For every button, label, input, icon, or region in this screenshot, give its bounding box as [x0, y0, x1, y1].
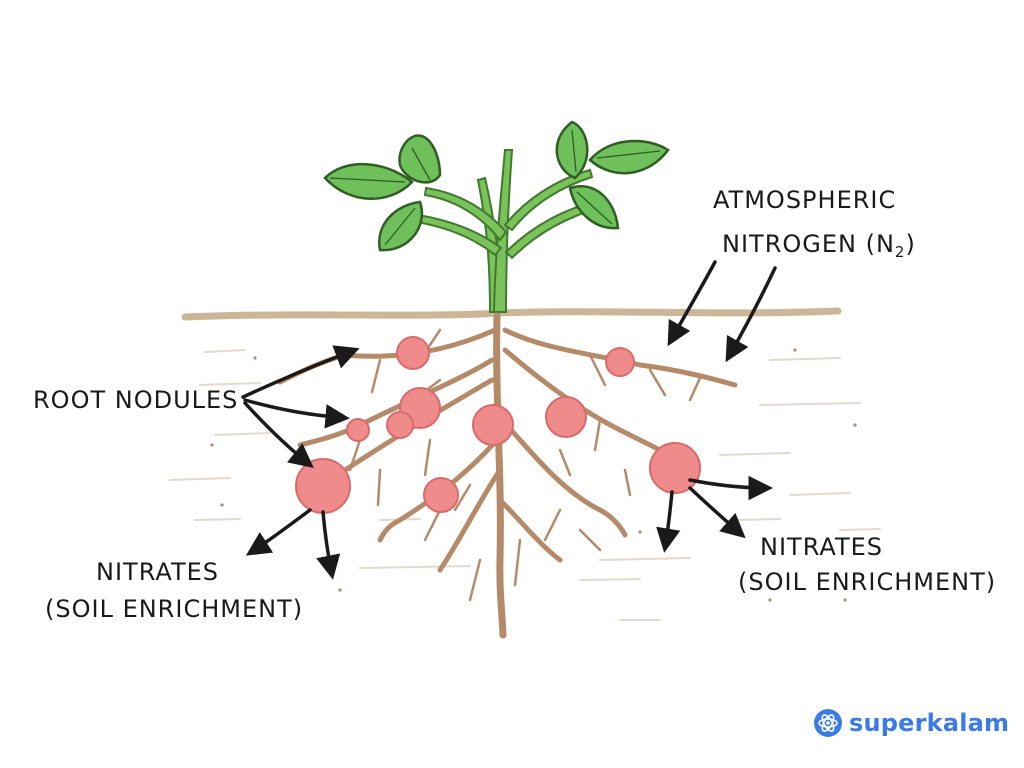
- soil-specks: [210, 348, 857, 602]
- arrows: [241, 260, 777, 580]
- arrow-nitrate-left-2: [316, 510, 341, 580]
- root-nodule: [545, 396, 587, 438]
- root-nodule: [346, 418, 370, 442]
- root-nodules: [295, 336, 701, 514]
- brand-name: superkalam: [849, 709, 1010, 737]
- root-nodule: [386, 411, 414, 439]
- atmospheric-label-line2: NITROGEN (N2): [722, 230, 916, 261]
- root-nodule: [423, 477, 459, 513]
- plant-stem: [404, 149, 604, 313]
- arrow-nodule-1: [241, 345, 360, 399]
- root-nodule: [649, 442, 701, 494]
- leaf-veins: [329, 129, 661, 246]
- leaf-left-mid: [398, 134, 442, 184]
- leaf-right-top: [588, 139, 670, 175]
- nitrates-right-label-line1: NITRATES: [760, 533, 883, 561]
- atom-icon: [814, 709, 842, 737]
- plant-rootlets: [348, 328, 702, 602]
- atmospheric-label-line1: ATMOSPHERIC: [713, 186, 896, 214]
- nitrates-left-label-line2: (SOIL ENRICHMENT): [45, 595, 303, 623]
- root-nodule: [295, 458, 351, 514]
- brand-logo: superkalam: [813, 708, 1009, 738]
- arrow-nitrate-right-3: [656, 490, 681, 553]
- leaf-left-top: [323, 162, 414, 200]
- root-nodules-label: ROOT NODULES: [33, 386, 238, 414]
- nitrates-left-label-line1: NITRATES: [96, 558, 219, 586]
- root-nodule: [396, 336, 430, 370]
- arrow-nodule-2: [243, 398, 350, 429]
- arrow-nitrate-left-1: [245, 508, 312, 556]
- soil-surface-line: [181, 307, 842, 321]
- soil-texture: [169, 349, 881, 621]
- arrow-nitrogen-1: [667, 260, 717, 347]
- arrow-nodule-3: [243, 401, 314, 469]
- arrow-nitrate-right-2: [688, 486, 746, 539]
- leaf-right-mid: [555, 120, 589, 180]
- root-nodule: [472, 404, 514, 446]
- root-nodule: [605, 347, 635, 377]
- arrow-nitrogen-2: [725, 266, 777, 363]
- arrow-nitrate-right-1: [688, 475, 773, 501]
- nitrates-right-label-line2: (SOIL ENRICHMENT): [738, 568, 996, 596]
